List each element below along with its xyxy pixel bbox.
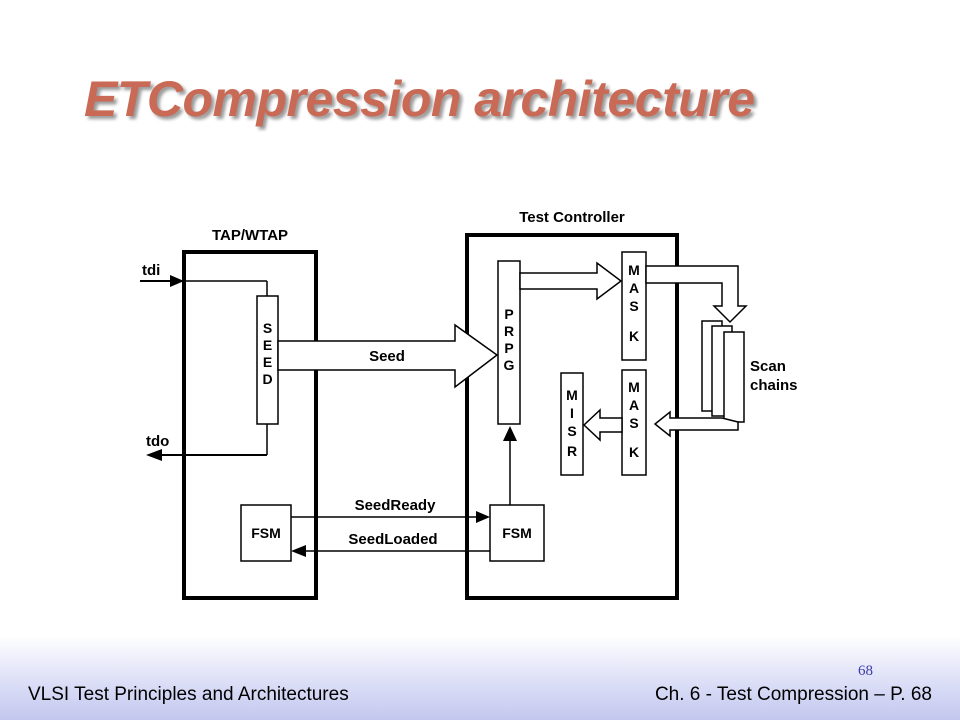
prpg-letter: P <box>504 306 513 322</box>
scan-chains-label: Scan <box>750 358 786 375</box>
seed-letter: E <box>263 354 272 370</box>
fsm-left-box <box>240 504 292 562</box>
mask-top-letter: M <box>628 262 640 278</box>
footer-chapter: Ch. 6 - Test Compression – P. 68 <box>654 684 932 705</box>
misr-letter: S <box>567 423 576 439</box>
fsm-to-prpg-arrowhead <box>503 426 517 441</box>
seed-letter: E <box>263 337 272 353</box>
mask-bottom-letter: M <box>628 379 640 395</box>
scan-chain <box>723 331 745 423</box>
tap-title: TAP/WTAP <box>212 227 288 244</box>
seed-letter: S <box>263 320 272 336</box>
mask-to-scan-arrow <box>645 265 748 324</box>
slide-number: 68 <box>858 663 873 679</box>
prpg-letter: R <box>504 323 514 339</box>
prpg-to-mask-arrow <box>519 261 623 301</box>
scan-to-mask-arrow <box>653 410 739 438</box>
footer-band <box>0 636 960 720</box>
seed-ready-arrowhead <box>476 511 490 523</box>
footer-course-title: VLSI Test Principles and Architectures <box>28 684 349 705</box>
seed-arrow-label: Seed <box>369 348 405 365</box>
misr-register <box>560 372 584 476</box>
tdo-label: tdo <box>146 433 169 450</box>
prpg-letter: P <box>504 340 513 356</box>
seed-arrow <box>277 323 499 389</box>
mask-top-letter: A <box>629 280 639 296</box>
slide-title: ETCompression architecture <box>84 71 755 127</box>
tdi-label: tdi <box>142 262 160 279</box>
controller-title: Test Controller <box>519 209 625 226</box>
test-controller-block <box>465 233 679 600</box>
scan-chains-label: chains <box>750 377 798 394</box>
misr-letter: R <box>567 443 577 459</box>
fsm-left-label: FSM <box>251 525 281 541</box>
fsm-right-label: FSM <box>502 525 532 541</box>
seed-letter: D <box>262 371 272 387</box>
prpg-letter: G <box>504 357 515 373</box>
seed-loaded-label: SeedLoaded <box>348 531 437 548</box>
mask-top-letter: S <box>629 298 638 314</box>
mask-top-letter: K <box>629 328 639 344</box>
seed-ready-label: SeedReady <box>355 497 437 514</box>
misr-letter: I <box>570 405 574 421</box>
mask-bottom-letter: A <box>629 397 639 413</box>
tdi-arrowhead <box>170 275 184 287</box>
mask-bottom-letter: S <box>629 415 638 431</box>
tdo-arrowhead <box>146 449 162 461</box>
mask-top-register <box>621 251 647 361</box>
seed-loaded-arrowhead <box>291 545 306 557</box>
mask-to-misr-arrow <box>582 408 623 442</box>
tap-wtap-block <box>182 250 318 600</box>
mask-bottom-letter: K <box>629 444 639 460</box>
prpg-register <box>497 260 521 425</box>
mask-bottom-register <box>621 369 647 476</box>
fsm-right-box <box>489 504 545 562</box>
misr-letter: M <box>566 387 578 403</box>
